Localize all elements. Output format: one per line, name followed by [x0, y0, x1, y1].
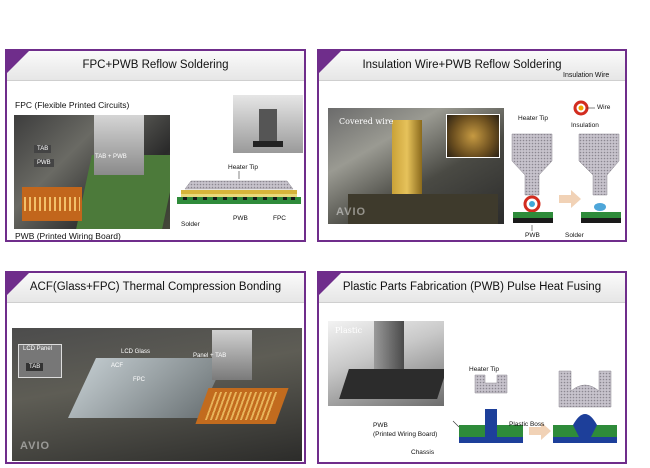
pwb-right [581, 212, 621, 218]
photo-board [348, 194, 498, 224]
heater-tip-right [558, 370, 612, 408]
panel-acf-thermal-compression: ACF(Glass+FPC) Thermal Compression Bondi… [5, 271, 306, 464]
panel-plastic-pulse-heat: Plastic Parts Fabrication (PWB) Pulse He… [317, 271, 627, 464]
plastic-heater-tip-label: Heater Tip [469, 366, 499, 373]
photo-watermark: AVIO [20, 440, 51, 452]
process-arrow [529, 422, 551, 440]
panel-header: Insulation Wire+PWB Reflow Soldering [319, 51, 625, 81]
photo-lcd-panel-label: LCD Panel [23, 346, 53, 352]
photo-fpc-lines [24, 197, 80, 211]
photo-plastic-label: Plastic [335, 326, 363, 335]
photo-heater [94, 115, 144, 175]
panel-title: Plastic Parts Fabrication (PWB) Pulse He… [342, 281, 602, 293]
photo-panel-tab-label: Panel + TAB [193, 353, 227, 359]
pad-row [183, 197, 295, 200]
panel-header: ACF(Glass+FPC) Thermal Compression Bondi… [7, 273, 304, 303]
panel-header: Plastic Parts Fabrication (PWB) Pulse He… [319, 273, 625, 303]
fpc-cross-section-diagram [177, 171, 301, 204]
pwb-label: PWB (Printed Wiring Board) [15, 231, 121, 241]
photo-base [339, 369, 444, 399]
insulation-wire-subtitle: Insulation Wire [563, 72, 610, 79]
accent-corner [319, 273, 341, 295]
plastic-photo: Plastic [328, 321, 444, 406]
photo-covered-wire-label: Covered wire [339, 117, 394, 126]
wire-heater-tip-label: Heater Tip [518, 115, 548, 122]
panel-title: Insulation Wire+PWB Reflow Soldering [362, 59, 562, 71]
panel-title: ACF(Glass+FPC) Thermal Compression Bondi… [29, 281, 282, 293]
plastic-pwb-full-label: (Printed Wiring Board) [373, 431, 438, 438]
photo-acf-label: ACF [111, 363, 123, 369]
photo-inset [18, 344, 62, 378]
panel-title: FPC+PWB Reflow Soldering [82, 59, 229, 71]
photo-fpc-label: FPC [133, 377, 145, 383]
plastic-boss-label: Plastic Boss [509, 421, 545, 428]
chassis-left [459, 437, 523, 443]
photo-tag-pwb: PWB [34, 159, 54, 167]
panel-header: FPC+PWB Reflow Soldering [7, 51, 304, 81]
heater-inset-body [259, 109, 277, 143]
fpc-layer [181, 190, 297, 194]
photo-heater [374, 321, 404, 369]
photo-watermark: AVIO [336, 206, 367, 218]
photo-tag-tab: TAB [34, 145, 52, 153]
photo-head [212, 330, 252, 380]
wire-diagram [511, 100, 621, 231]
solder-layer [181, 194, 297, 197]
photo-tool [392, 120, 422, 200]
wire-solder-label: Solder [565, 232, 584, 239]
wire-label: Wire [597, 104, 611, 111]
wire-pwb-label: PWB [525, 232, 540, 239]
heater-tip-right [578, 133, 620, 196]
plastic-boss-left [485, 409, 497, 443]
accent-corner [319, 51, 341, 73]
pwb-layer [177, 197, 301, 204]
fused-boss [573, 414, 597, 437]
plastic-diagram [452, 370, 617, 443]
heater-tip-left [511, 133, 553, 196]
fpc-fpc-label: FPC [273, 215, 286, 222]
panel-insulation-wire-reflow: Insulation Wire+PWB Reflow Soldering Ins… [317, 49, 627, 242]
chassis-right [553, 437, 617, 443]
fpc-pwb-label: PWB [233, 215, 248, 222]
fpc-label: FPC (Flexible Printed Circuits) [15, 100, 130, 110]
process-arrow [559, 190, 581, 208]
heater-tip-shape [184, 180, 294, 190]
panel-fpc-pwb-reflow: FPC+PWB Reflow Soldering FPC (Flexible P… [5, 49, 306, 242]
heater-inset-tip [253, 141, 283, 147]
photo-inset [446, 114, 500, 158]
fpc-heater-tip-label: Heater Tip [228, 164, 258, 171]
wire-before [523, 195, 541, 213]
plastic-pwb-label: PWB [373, 422, 388, 429]
solder-joint [594, 203, 606, 211]
accent-corner [7, 51, 29, 73]
fpc-photo: TAB PWB TAB + PWB [14, 115, 170, 229]
plastic-chassis-label: Chassis [411, 449, 435, 456]
photo-lcd-glass-label: LCD Glass [121, 349, 151, 355]
photo-fpc-lines [204, 392, 280, 420]
accent-corner [7, 273, 29, 295]
acf-photo: LCD Panel TAB LCD Glass ACF FPC Panel + … [12, 328, 302, 461]
wire-photo: Covered wire AVIO [328, 108, 504, 224]
heater-tip-left [474, 374, 508, 394]
fpc-solder-label: Solder [181, 221, 200, 228]
photo-tag-tab-pwb: TAB + PWB [95, 154, 127, 160]
heater-inset-photo [233, 95, 303, 153]
pwb-left [513, 212, 553, 218]
insulation-label: Insulation [571, 122, 599, 129]
photo-tab-label: TAB [26, 363, 44, 371]
